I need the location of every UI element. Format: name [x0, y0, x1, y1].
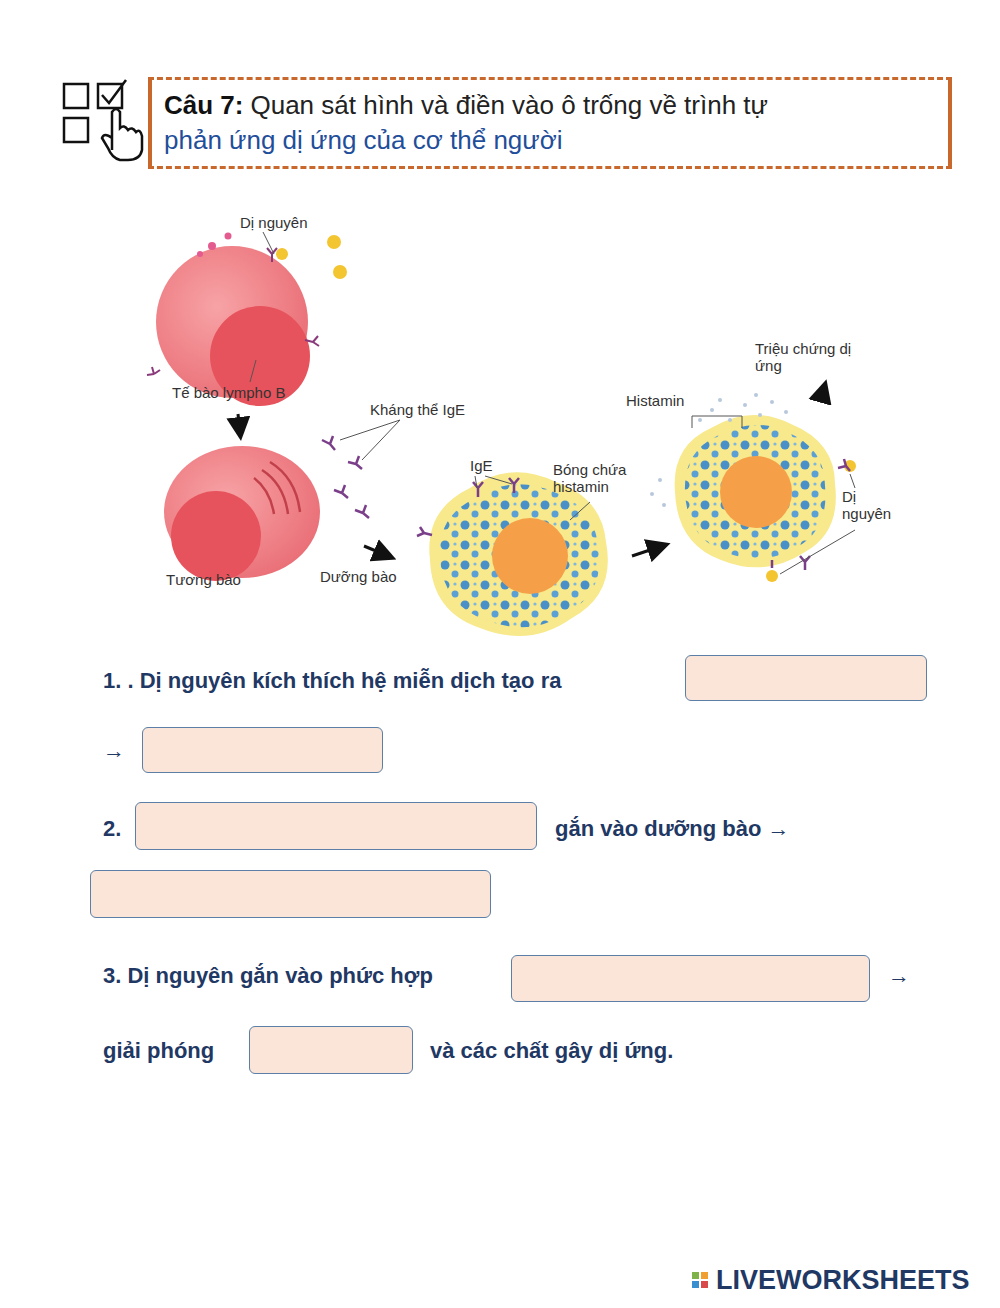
question-line: 1. . Dị nguyên kích thích hệ miễn dịch t… [103, 668, 561, 694]
mast-cell [417, 472, 608, 636]
answer-blank [142, 727, 383, 773]
logo-mark [692, 1272, 708, 1288]
answer-blank [135, 802, 537, 850]
task-icon [64, 80, 142, 160]
question-line: 2. [103, 816, 121, 842]
question-line: giải phóng [103, 1038, 214, 1064]
allergen-particles [197, 233, 347, 280]
part-label: Tế bào lympho B [172, 384, 285, 401]
question-text: Quan sát hình và điền vào ô trống về trì… [250, 90, 768, 120]
leader-lines [250, 232, 855, 574]
answer-blank [249, 1026, 413, 1074]
question-line: 3. Dị nguyên gắn vào phức hợp [103, 963, 433, 989]
plasma-cell [164, 446, 320, 581]
degranulating-mast-cell [650, 393, 856, 582]
question-line: và các chất gây dị ứng. [430, 1038, 673, 1064]
part-label: Histamin [626, 392, 684, 409]
watermark: LIVEWORKSHEETS [716, 1264, 970, 1296]
lympho-b-cell [147, 246, 319, 406]
arrow-symbol: → [888, 963, 910, 989]
part-label: IgE [470, 457, 493, 474]
part-label: Dị nguyên [240, 214, 308, 231]
part-label: Triệu chứng dị ứng [755, 340, 855, 375]
part-label: Tương bào [166, 571, 241, 588]
question-text: phản ứng dị ứng của cơ thể người [164, 123, 936, 158]
question-line: gắn vào dưỡng bào → [555, 816, 789, 842]
part-label: Dưỡng bào [320, 568, 397, 585]
arrow-symbol: → [103, 738, 125, 764]
part-label: Dị nguyên [842, 488, 892, 523]
answer-blank [685, 655, 927, 701]
part-label: Kháng thể IgE [370, 401, 465, 418]
question-box: Câu 7:Quan sát hình và điền vào ô trống … [148, 77, 952, 169]
flow-arrows [238, 388, 824, 556]
answer-blank [511, 955, 870, 1002]
answer-blank [90, 870, 491, 918]
question-number: Câu 7: [164, 90, 243, 120]
ige-antibodies [322, 436, 369, 518]
part-label: Bóng chứa histamin [553, 461, 638, 496]
